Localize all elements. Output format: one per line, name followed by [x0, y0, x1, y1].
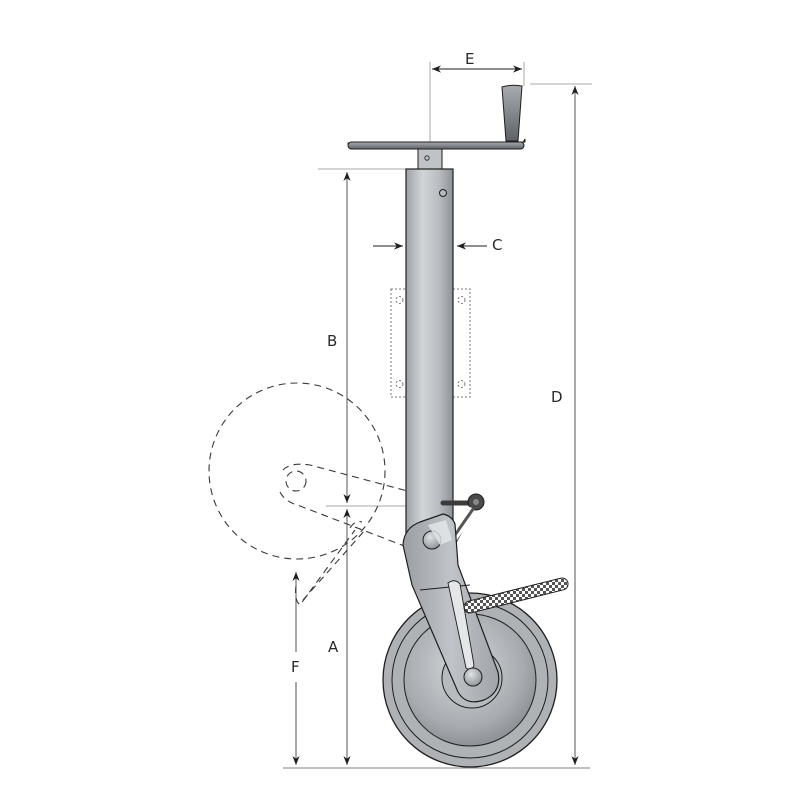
dimension-label-e: E — [465, 50, 475, 68]
dimension-label-a: A — [328, 638, 339, 656]
wheel-fork — [402, 513, 500, 703]
dimension-label-d: D — [551, 388, 563, 406]
folded-wheel-outline — [208, 382, 431, 606]
main-tube — [405, 168, 454, 540]
release-lever — [464, 578, 568, 613]
crank-spindle — [417, 148, 443, 170]
tube-bolt — [439, 189, 447, 197]
dimension-label-f: F — [291, 658, 300, 676]
axle-bolt — [463, 667, 483, 687]
dimension-label-b: B — [327, 332, 338, 350]
crank-grip — [501, 84, 523, 142]
dimension-label-c: C — [492, 236, 503, 254]
crank-handle — [347, 84, 526, 170]
extension-lines — [318, 62, 592, 507]
